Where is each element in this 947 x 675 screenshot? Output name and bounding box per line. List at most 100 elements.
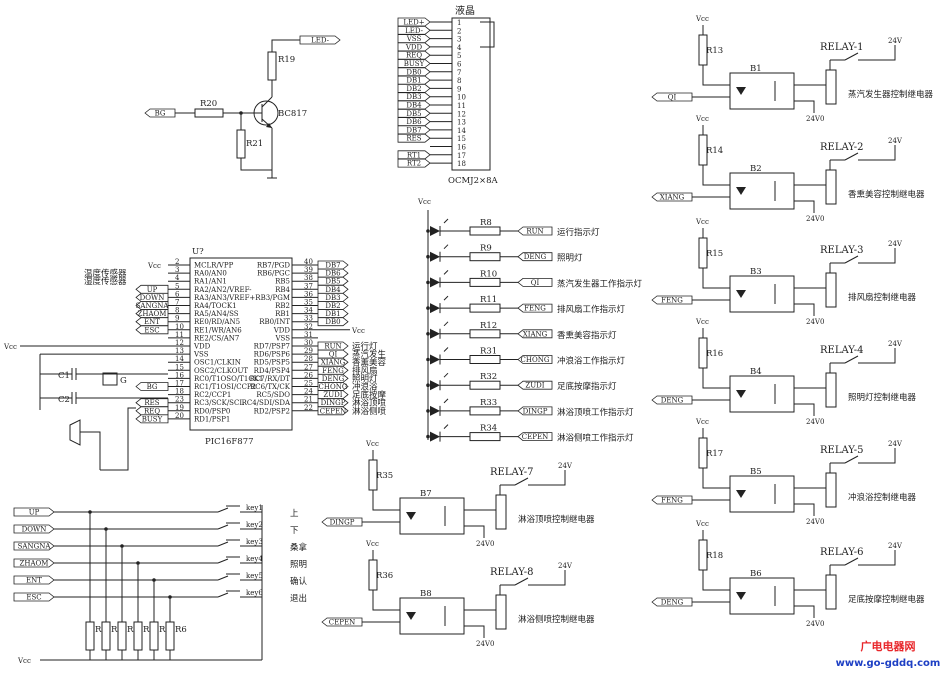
mcu-function-note: 淋浴侧喷 [352,406,387,417]
mcu-right-pin: RB3/PGM [255,294,290,302]
relay-label: RELAY-7 [490,467,534,478]
junction-dot [426,254,430,259]
lcd-pin-number: 7 [457,69,461,77]
wire [464,485,501,511]
mcu-pin-number: 20 [175,412,184,420]
wire [794,363,831,389]
relay-gnd-label: 24V0 [806,215,824,223]
relay-function-label: 香熏美容控制继电器 [848,189,925,200]
light-ray-icon [443,372,449,378]
key-label: key2 [246,521,263,529]
pulldown-resistor-icon [85,621,95,651]
mcu-right-pin: RB2 [275,302,290,310]
mcu-pin-number: 29 [304,347,313,355]
wire [858,348,896,364]
led-net-FENG-flag [517,303,553,313]
key-function-label: 上 [290,509,299,519]
pulldown-resistor-icon [133,621,143,651]
key-function-label: 退出 [290,593,307,604]
relay-gnd-label: 24V0 [476,540,494,548]
lcd-pin-0-flag [397,17,431,27]
wire [528,470,566,486]
watermark-title: 广电电器网 [861,639,916,653]
key-net-ENT: ENT [26,577,42,585]
mcu-right-pin: RB4 [275,286,290,294]
mcu-pin-number: 38 [304,274,313,282]
mcu-net-ZUDI: ZUDI [323,391,342,399]
mcu-ref: U? [192,247,204,257]
relay-vcc-label: Vcc [365,540,379,548]
mcu-right-pin: RD5/PSP5 [254,359,290,367]
mcu-net-XIANG: XIANG [321,359,346,367]
mcu-pin-number: 35 [304,299,313,307]
lcd-pin-12: DB6 [406,118,422,126]
wire [794,403,815,416]
lcd-pin-number: 1 [457,19,461,27]
wire [794,200,815,213]
mcu-left-pin: RD0/PSP0 [194,407,230,415]
relay-contact-icon [514,477,529,486]
mcu-net-DB7: DB7 [325,262,340,270]
vcc-label: Vcc [147,262,161,270]
relay-vcc-label: Vcc [365,440,379,448]
key-net-ESC-flag [13,592,55,602]
led-resistor-label: R34 [480,424,497,434]
led-resistor-label: R9 [480,244,492,254]
led-resistor-icon [469,406,501,416]
mcu-net-BUSY-flag [135,414,169,424]
mcu-net-UP-flag [135,284,169,294]
relay-vcc-label: Vcc [695,15,709,23]
wire [100,407,136,471]
relay-contact-icon [844,557,859,566]
light-ray-icon [443,244,449,250]
relay-coil-icon [495,494,507,530]
mcu-right-pin: RB1 [275,310,290,318]
led-net-CHONG: CHONG [521,356,550,364]
relay-vcc-label: Vcc [695,115,709,123]
mcu-function-note: 香薰美容 [352,357,387,368]
wire [464,625,485,638]
led-resistor-icon [469,226,501,236]
wire [794,565,831,591]
mcu-left-pin: OSC1/CLKIN [194,359,241,367]
mcu-pin-number: 22 [304,404,313,412]
mcu-net-DENG: DENG [322,375,345,383]
mcu-right-pin: RB5 [275,278,290,286]
relay-voltage-label: 24V [888,340,903,348]
relay-function-label: 淋浴侧喷控制继电器 [518,614,595,625]
lcd-pin-2-flag [397,34,431,43]
mcu-pin-number: 19 [175,404,184,412]
lcd-pin-0: LED+ [403,19,424,27]
led-icon [430,354,440,365]
lcd-pin-5-flag [397,59,431,68]
mcu-left-pin: VDD [193,343,211,351]
pulldown-resistor-label: R3 [127,625,139,635]
lcd-pin-5: BUSY [404,60,425,68]
mcu-pin-number: 25 [304,380,313,388]
pulldown-resistor-icon [165,621,175,651]
key-net-DOWN-flag [13,524,55,534]
wire [528,570,566,586]
wire [271,39,300,52]
light-ray-icon [443,218,449,224]
led-net-RUN: RUN [526,228,543,236]
mcu-left-pin: RA3/AN3/VREF+ [194,294,255,302]
key-label: key5 [246,572,263,580]
relay-input-net-1: XIANG [660,194,685,202]
relay-label: RELAY-2 [820,142,864,153]
mcu-net-DOWN: DOWN [140,294,165,302]
led-function-label: 照明灯 [557,253,583,264]
wire [464,525,485,538]
led-function-label: 冲浪浴工作指示灯 [557,356,626,367]
mcu-pin-number: 16 [175,371,184,379]
mcu-right-pin: VDD [273,326,291,334]
lcd-pin-1: LED- [405,27,424,35]
mcu-left-pin: RD1/PSP1 [194,415,230,423]
relay-label: RELAY-8 [490,567,534,578]
lcd-pin-2: VSS [406,35,422,43]
lcd-pin-number: 16 [457,144,466,152]
pulldown-resistor-icon [117,621,127,651]
wire [794,100,815,113]
led-icon [430,380,440,391]
